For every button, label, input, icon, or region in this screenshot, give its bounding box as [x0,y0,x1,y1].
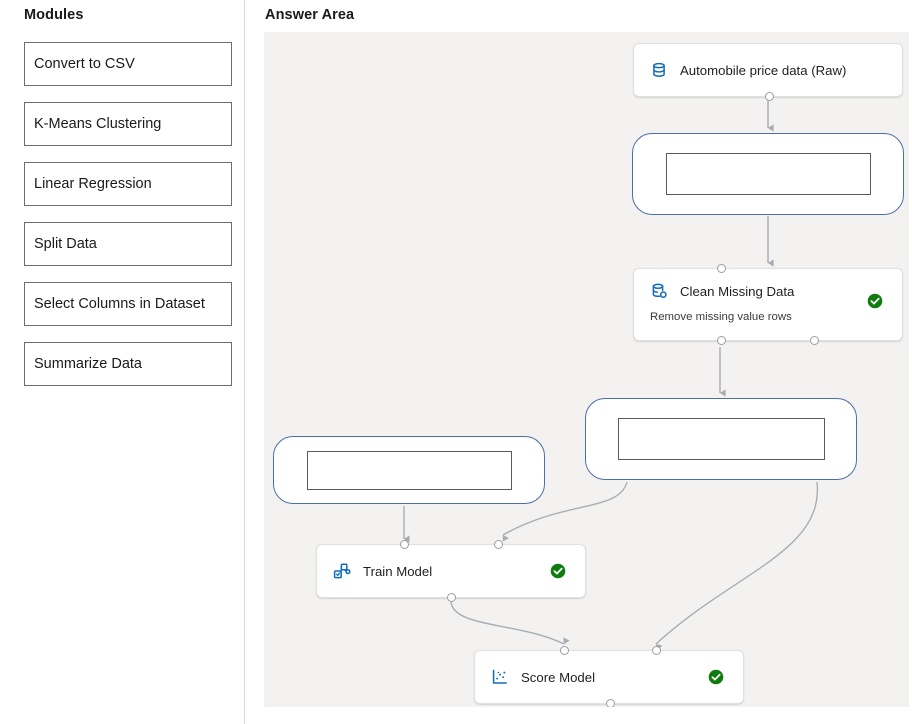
input-port-left[interactable] [400,540,409,549]
edge-dropzone-middle-to-score [655,481,818,651]
database-icon [653,62,665,77]
answer-area-title: Answer Area [265,7,355,23]
input-port-right[interactable] [652,646,661,655]
output-port[interactable] [765,92,774,101]
node-subtitle: Remove missing value rows [650,311,792,323]
panel-divider [244,0,245,724]
node-title: Automobile price data (Raw) [680,62,847,78]
node-title: Score Model [521,669,596,685]
module-chip-split-data[interactable]: Split Data [24,222,232,266]
modules-list: Convert to CSV K-Means Clustering Linear… [24,42,232,402]
node-score-model[interactable]: Score Model [474,646,744,707]
modules-panel-title: Modules [24,7,84,23]
output-port[interactable] [606,699,615,707]
edge-train-to-score [450,601,570,645]
score-model-icon [492,669,507,684]
node-automobile-price-data[interactable]: Automobile price data (Raw) [633,43,903,101]
module-chip-select-columns-in-dataset[interactable]: Select Columns in Dataset [24,282,232,326]
clean-data-icon [652,283,667,298]
modules-panel: Modules Convert to CSV K-Means Clusterin… [0,0,245,724]
dropzone-middle-slot[interactable] [617,418,825,460]
module-chip-label: K-Means Clustering [34,116,162,132]
dropzone-left[interactable] [273,436,545,504]
module-chip-label: Linear Regression [34,176,152,192]
module-chip-linear-regression[interactable]: Linear Regression [24,162,232,206]
dropzone-middle[interactable] [585,398,857,480]
node-clean-missing-data[interactable]: Clean Missing Data Remove missing value … [633,264,903,345]
dropzone-top-slot[interactable] [665,153,871,195]
success-check-icon [550,563,566,579]
module-chip-label: Select Columns in Dataset [34,296,205,312]
module-chip-summarize-data[interactable]: Summarize Data [24,342,232,386]
module-chip-label: Convert to CSV [34,56,135,72]
input-port-left[interactable] [560,646,569,655]
answer-area-canvas[interactable]: Automobile price data (Raw) Clean Missin… [264,32,909,707]
train-model-icon [333,563,351,579]
node-title: Clean Missing Data [680,283,795,299]
dropzone-top[interactable] [632,133,904,215]
node-train-model[interactable]: Train Model [316,540,586,602]
module-chip-convert-to-csv[interactable]: Convert to CSV [24,42,232,86]
input-port[interactable] [717,264,726,273]
module-chip-label: Split Data [34,236,97,252]
output-port-left[interactable] [717,336,726,345]
node-title: Train Model [363,563,433,579]
output-port[interactable] [447,593,456,602]
success-check-icon [708,669,724,685]
dropzone-left-slot[interactable] [306,450,512,490]
module-chip-k-means-clustering[interactable]: K-Means Clustering [24,102,232,146]
success-check-icon [867,293,883,309]
output-port-right[interactable] [810,336,819,345]
input-port-right[interactable] [494,540,503,549]
module-chip-label: Summarize Data [34,356,142,372]
